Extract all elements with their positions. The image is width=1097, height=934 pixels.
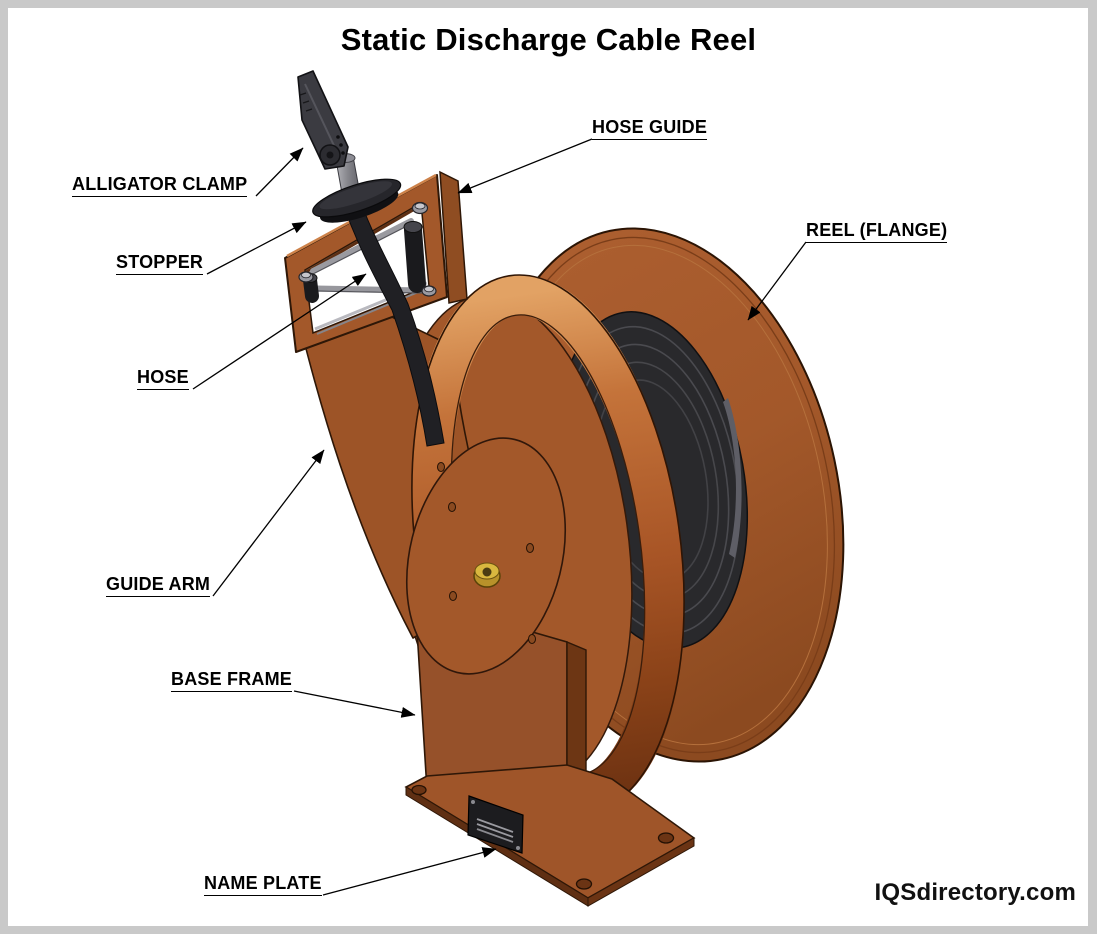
callout-stopper: STOPPER — [116, 253, 204, 275]
leader-base-frame — [293, 690, 416, 718]
callout-base-frame: BASE FRAME — [171, 670, 293, 692]
watermark: IQSdirectory.com — [874, 879, 1076, 906]
frame-nuts — [298, 201, 437, 297]
callout-alligator-clamp: ALLIGATOR CLAMP — [72, 175, 248, 197]
reel-assembly — [285, 227, 845, 907]
callout-name-plate: NAME PLATE — [204, 874, 322, 896]
stopper — [312, 178, 402, 223]
leader-hose — [192, 273, 367, 390]
cable-end-highlight — [723, 398, 742, 558]
callout-hose-guide: HOSE GUIDE — [592, 118, 708, 140]
callout-guide-arm: GUIDE ARM — [106, 575, 211, 597]
hub-plate — [405, 437, 567, 675]
leader-stopper — [206, 221, 307, 275]
leader-reel-flange — [747, 241, 807, 321]
leader-lines — [192, 138, 807, 896]
leader-guide-arm — [212, 449, 325, 597]
callout-reel-flange: REEL (FLANGE) — [806, 221, 948, 243]
bolt-holes — [411, 784, 675, 890]
leader-name-plate — [322, 847, 497, 896]
hose — [339, 188, 445, 447]
alligator-clamp — [297, 70, 349, 170]
guide-rollers — [298, 201, 437, 303]
leader-hose-guide — [457, 138, 593, 194]
axle-nut — [473, 562, 501, 588]
name-plate — [467, 795, 524, 854]
hose-guide-assembly — [284, 70, 468, 447]
leader-alligator-clamp — [255, 147, 304, 197]
callout-hose: HOSE — [137, 368, 189, 390]
page-title: Static Discharge Cable Reel — [340, 22, 757, 57]
hub-screw-holes — [437, 462, 536, 644]
base-plate — [404, 764, 696, 907]
